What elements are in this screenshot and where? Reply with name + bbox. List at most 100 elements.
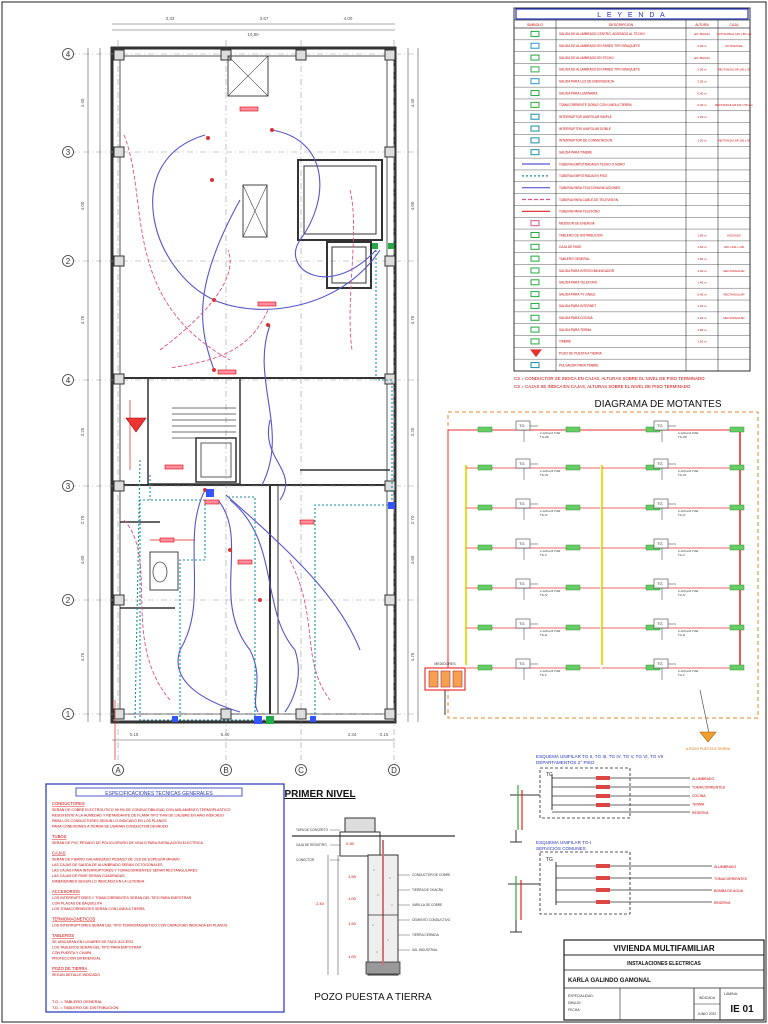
riser-dept-label: TG-VII — [678, 473, 686, 477]
dimension-label: 4.60 — [410, 555, 415, 564]
tg-label: TG — [657, 461, 663, 466]
legend-symbol — [530, 255, 540, 262]
riser-box — [565, 426, 581, 433]
dimension-label: 4.76 — [80, 315, 85, 324]
ground-detail-dimension: 1.00 — [348, 896, 357, 901]
legend-col-symbol: SIMBOLO — [527, 23, 543, 27]
legend-row-desc: TABLERO DE DISTRIBUCION — [559, 233, 603, 237]
legend-symbol — [530, 113, 540, 120]
legend-symbol — [530, 101, 540, 108]
riser-box — [729, 504, 745, 511]
riser-box — [565, 624, 581, 631]
dimension-label: 4.00 — [410, 201, 415, 210]
spec-heading: TABLEROS — [52, 933, 74, 938]
legend-row-desc: SALIDA PARA TELEFONO — [559, 281, 598, 285]
riser-dept-label: TG-II — [678, 673, 685, 677]
unifilar-2-subtitle: SERVICIOS COMUNES — [536, 846, 586, 851]
ground-detail-title: POZO PUESTA A TIERRA — [314, 992, 432, 1003]
spec-line: LOS TABLEROS SERAN DEL TIPO PARA EMPOTRA… — [52, 946, 142, 950]
legend-row-alt: EN TECHO — [694, 32, 710, 36]
circuit-label: RESERVA — [714, 901, 731, 905]
riser-cable-label: 2-1x6mm2 THW — [678, 509, 699, 513]
riser-cable-label: 2-1x6mm2 THW — [540, 469, 561, 473]
title-block-frame — [563, 939, 765, 1021]
tg-panel-icon — [653, 498, 669, 509]
tg-panel-icon — [653, 458, 669, 469]
ground-detail-label: VARILLA DE COBRE — [412, 903, 442, 907]
spec-heading: TUBOS — [52, 834, 67, 839]
title-field-1: ESPECIALIDAD: — [568, 994, 594, 998]
dimension-label: 3.25 — [410, 427, 415, 436]
legend-row-caja: RECTANGULAR 100 x 55 — [718, 139, 751, 143]
riser-box — [729, 464, 745, 471]
axis-label: B — [223, 766, 228, 775]
legend-symbol — [530, 243, 540, 250]
riser-dept-label: TG-III — [678, 633, 685, 637]
riser-box — [477, 464, 493, 471]
riser-dept-label: TG-VII — [540, 473, 548, 477]
tg-panel-icon — [653, 538, 669, 549]
axis-bubble — [112, 764, 124, 776]
spec-line: LAS CAJAS DE PASE SERAN CUADRADAS — [52, 874, 125, 878]
title-specialty: INSTALACIONES ELECTRICAS — [627, 961, 701, 967]
dimension-label: 2.70 — [80, 515, 85, 524]
legend-frame — [513, 7, 751, 372]
spec-line: LOS INTERRUPTORES SERAN DEL TIPO TERMOMA… — [52, 924, 228, 928]
legend-symbol — [530, 267, 540, 274]
tg-label: TG — [657, 581, 663, 586]
riser-dept-label: TG-III — [540, 633, 547, 637]
legend-symbol — [530, 349, 542, 358]
ground-detail-label: CONDUCTOR DE COBRE — [412, 873, 450, 877]
legend-row-alt: 1.40 m — [697, 281, 707, 285]
riser-dept-label: TG-VI — [540, 513, 548, 517]
legend-row-desc: MEDIDOR DE ENERGIA — [559, 221, 595, 225]
axis-bubble — [62, 374, 74, 386]
legend-symbol — [530, 78, 540, 85]
inspection-cover — [344, 817, 376, 833]
riser-cable-label: 2-1x6mm2 THW — [678, 629, 699, 633]
legend-row-desc: TUBERIA PARA TELEFONO — [559, 210, 600, 214]
legend-row-caja: RECTANGULAR 100 x 55 — [718, 68, 751, 72]
tg-panel-icon — [653, 618, 669, 629]
spec-line: SERAN DE FIERRO GALVANIZADO PESADO DE 1/… — [52, 858, 180, 862]
ground-note: A POZO PUESTA A TIERRA — [686, 747, 731, 751]
axis-bubble — [388, 764, 400, 776]
tg-label: TG — [657, 501, 663, 506]
axis-bubble — [295, 764, 307, 776]
legend-row-alt: 1.20 m — [697, 316, 707, 320]
tg-panel-icon — [515, 498, 531, 509]
skylight — [227, 55, 269, 97]
ground-detail-dimension: 2.40 — [316, 901, 325, 906]
riser-cable-label: 2-1x6mm2 THW — [678, 669, 699, 673]
legend-symbol — [530, 231, 540, 238]
riser-cable-label: 2-1x6mm2 THW — [678, 431, 699, 435]
axis-bubble — [220, 764, 232, 776]
unifilar-diagram-1 — [510, 767, 690, 843]
legend-symbol — [530, 291, 540, 298]
tg-panel-icon — [653, 658, 669, 669]
legend-row-desc: TUBERIA EMPOTRADA EN TECHO O MURO — [559, 162, 625, 166]
legend-col-caja: CAJA — [730, 23, 740, 27]
riser-cable-label: 2-1x6mm2 THW — [540, 549, 561, 553]
riser-dept-label: TG-V — [540, 553, 547, 557]
meter-label: MEDIDORES — [434, 662, 456, 666]
tg-label: TG — [519, 501, 525, 506]
emergency-light-icon — [125, 417, 147, 433]
ground-detail-label: TIERRA DE CHACRA — [412, 888, 444, 892]
ground-detail-dimension: 1.50 — [348, 874, 357, 879]
riser-cable-label: 2-1x6mm2 THW — [678, 469, 699, 473]
riser-dept-label: TG-VI — [678, 513, 686, 517]
legend-symbol — [530, 90, 540, 97]
dimension-label: 0.15 — [380, 732, 389, 737]
spec-heading: ACCESORIOS — [52, 889, 80, 894]
axis-label: 1 — [66, 710, 71, 719]
title-author: KARLA GALINDO GAMONAL — [568, 978, 651, 984]
legend-row-desc: POZO DE PUESTA A TIERRA — [559, 352, 603, 356]
legend-symbol — [530, 338, 540, 345]
axis-bubble — [62, 146, 74, 158]
legend-symbol — [530, 54, 540, 61]
spec-line: CON PUERTA Y CHAPA — [52, 951, 92, 955]
legend-row-desc: SALIDA PARA TIMBRE — [559, 150, 592, 154]
